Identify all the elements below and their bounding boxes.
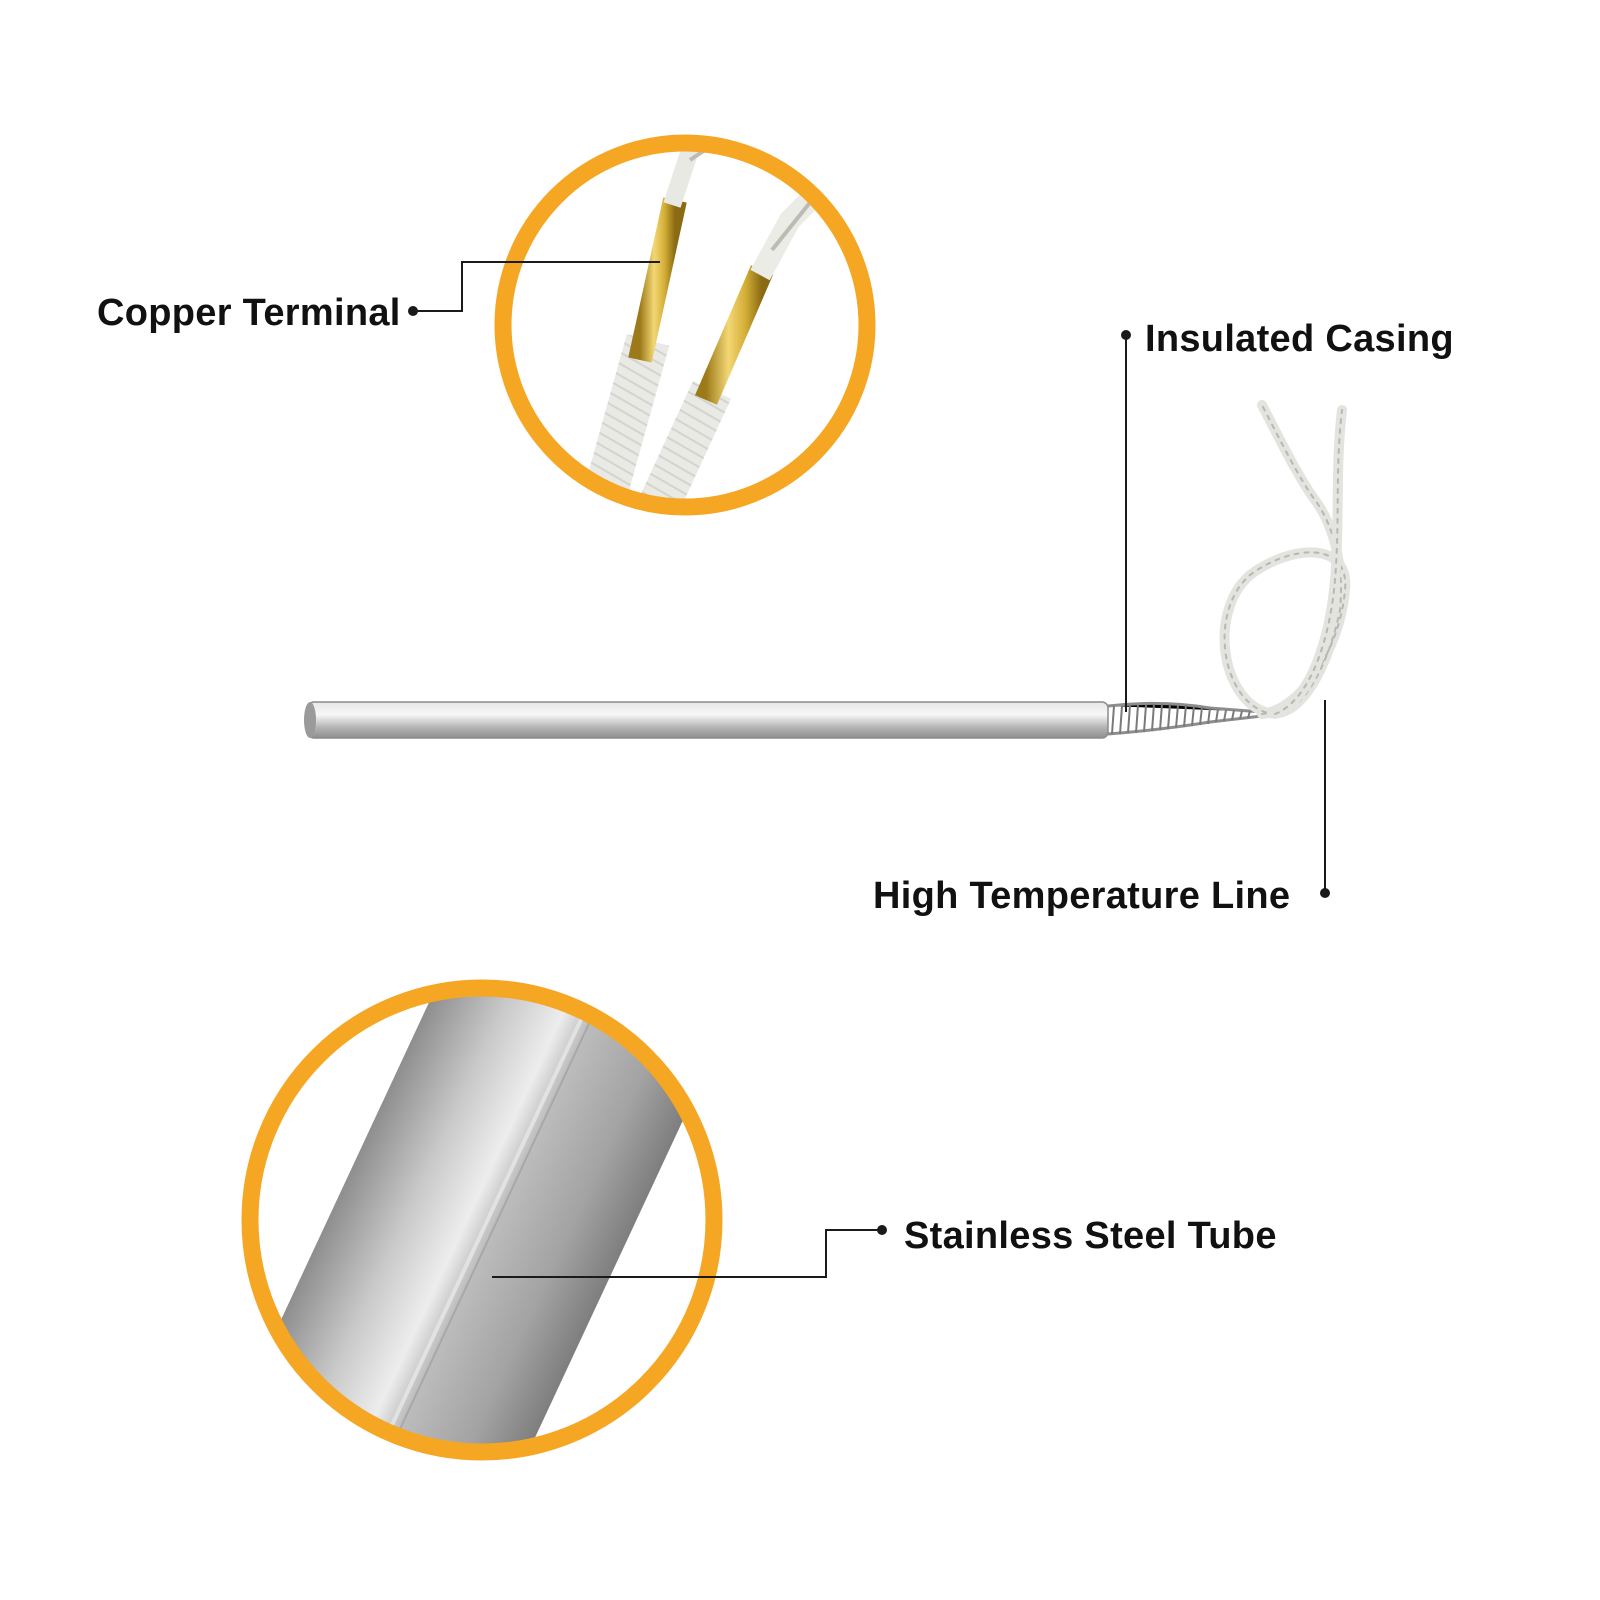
high-temperature-line-dot — [1320, 888, 1330, 898]
stainless-steel-tube-leader — [492, 1229, 882, 1278]
stainless-steel-tube-dot — [877, 1225, 887, 1235]
insulated-casing-dot — [1121, 330, 1131, 340]
copper-terminal-zoom — [494, 134, 876, 516]
insulated-casing-label: Insulated Casing — [1145, 318, 1454, 360]
high-temperature-line-label: High Temperature Line — [873, 875, 1291, 917]
stainless-tube-zoom — [241, 979, 723, 1461]
copper-terminal-leader — [413, 261, 660, 312]
copper-terminal-label: Copper Terminal — [97, 292, 401, 334]
stainless-steel-tube-label: Stainless Steel Tube — [904, 1215, 1277, 1257]
cartridge-heater — [304, 400, 1351, 739]
leader-lines — [413, 261, 1326, 1278]
copper-terminal-dot — [408, 306, 418, 316]
